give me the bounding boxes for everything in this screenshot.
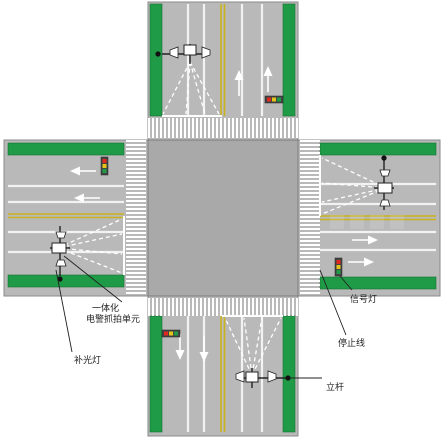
camera-unit-north: [155, 44, 211, 64]
center-lines: [8, 4, 436, 432]
traffic-signals: [100, 95, 343, 338]
label-signal-light: 信号灯: [350, 293, 377, 305]
camera-icon: [245, 371, 259, 383]
arrow-up-icon: [234, 70, 244, 96]
pole-icon: [381, 155, 387, 161]
callout-labels: 一体化 电警抓拍单元 补光灯 信号灯 停止线 立杆: [74, 293, 377, 393]
callout-leaders: [55, 255, 353, 379]
traffic-signal-east: [334, 257, 343, 277]
crosswalk-north: [148, 118, 298, 138]
green-belts: [7, 3, 437, 433]
pole-icon: [285, 375, 291, 381]
fill-light-icon: [379, 169, 391, 177]
arrow-down-icon: [199, 336, 209, 362]
camera-coverage-lines: [57, 61, 387, 376]
intersection-area: [147, 139, 299, 297]
fill-light-icon: [379, 199, 391, 207]
label-camera-unit-line2: 电警抓拍单元: [86, 313, 140, 325]
crosswalk-south: [148, 298, 298, 316]
fill-light-icon: [55, 259, 67, 267]
arrow-left-icon: [70, 166, 96, 176]
crosswalk-east: [300, 140, 320, 296]
traffic-signal-west: [100, 156, 109, 176]
label-pole: 立杆: [326, 381, 344, 393]
south-road: [147, 295, 299, 437]
arrow-left-icon: [74, 193, 100, 203]
stop-lines: [123, 115, 321, 317]
fill-light-icon: [169, 46, 179, 59]
camera-unit-west: [50, 226, 70, 282]
green-belt-south-left: [149, 315, 163, 433]
crosswalks: [126, 118, 320, 316]
camera-unit-east: [374, 155, 394, 210]
fill-light-icon: [235, 370, 245, 383]
green-belt-west-bottom: [7, 274, 125, 288]
camera-icon: [377, 182, 393, 194]
label-stop-line: 停止线: [338, 337, 365, 349]
arrow-right-icon: [352, 235, 378, 245]
camera-unit-south: [235, 368, 291, 388]
direction-arrows: [70, 66, 378, 362]
green-belt-west-top: [7, 142, 125, 156]
green-belt-east-top: [319, 142, 437, 156]
traffic-signal-south: [161, 329, 181, 338]
fill-light-icon: [55, 231, 67, 239]
green-belt-north-right: [282, 3, 296, 117]
pole-icon: [57, 276, 63, 282]
watermark: [330, 215, 404, 229]
east-road: [297, 139, 441, 297]
camera-icon: [51, 242, 67, 254]
green-belt-south-right: [282, 315, 296, 433]
pole-icon: [155, 51, 161, 57]
traffic-signal-north: [264, 95, 284, 104]
arrow-up-icon: [263, 66, 273, 92]
label-camera-unit-line1: 一体化: [92, 302, 119, 314]
fill-light-icon: [201, 46, 211, 59]
fill-light-icon: [267, 370, 277, 383]
crosswalk-west: [126, 140, 146, 296]
label-fill-light: 补光灯: [74, 354, 101, 366]
camera-icon: [183, 44, 197, 56]
green-belt-east-bottom: [319, 276, 437, 290]
arrow-right-icon: [348, 257, 374, 267]
green-belt-north-left: [149, 3, 163, 117]
